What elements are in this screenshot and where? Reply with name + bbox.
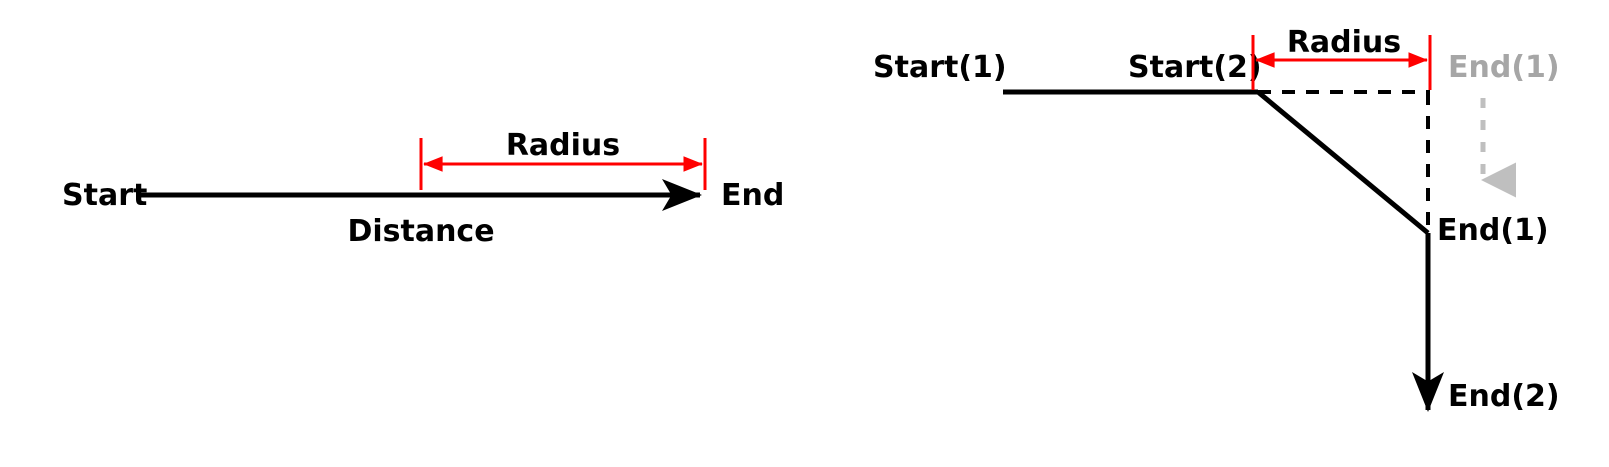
label-end-2: End(2) [1448, 379, 1560, 414]
panel-left: Start End Radius Distance [62, 128, 784, 249]
panel-right: Start(1) Start(2) Radius End(1) [873, 25, 1560, 414]
label-start: Start [62, 178, 147, 213]
label-radius-right-panel: Radius [1287, 25, 1401, 60]
label-start-1: Start(1) [873, 50, 1007, 85]
label-end-1: End(1) [1437, 213, 1549, 248]
label-end: End [721, 178, 784, 213]
label-radius-left-panel: Radius [506, 128, 620, 163]
label-start-2: Start(2) [1128, 50, 1262, 85]
label-end-1-ghost: End(1) [1448, 50, 1560, 85]
corner-diagonal-segment [1256, 90, 1430, 235]
label-distance: Distance [347, 214, 494, 249]
